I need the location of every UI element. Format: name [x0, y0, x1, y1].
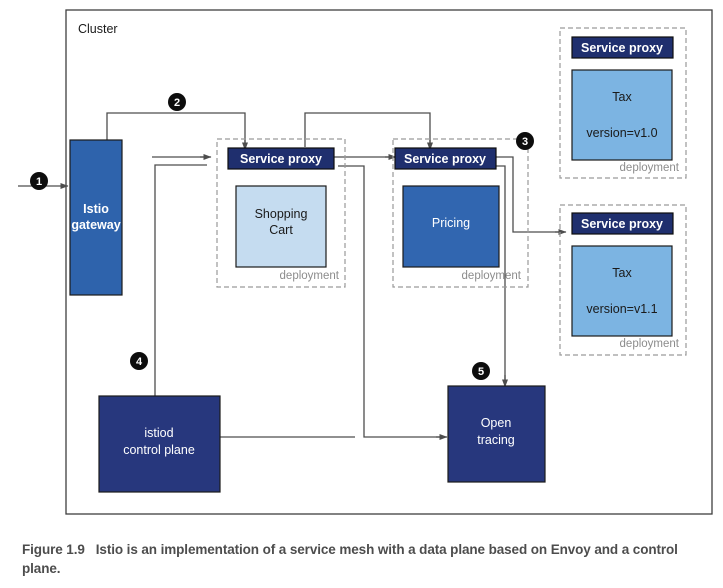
connector-lines: [18, 112, 567, 440]
node-istio-gateway[interactable]: Istio gateway: [69, 139, 123, 296]
istio-service-mesh-diagram: Cluster: [18, 9, 713, 515]
deployment-boundary-tax-v11: [559, 204, 687, 356]
step-badge-1: 1: [30, 172, 48, 190]
cluster-label: Cluster: [78, 22, 118, 36]
deployment-label-pricing: deployment: [462, 270, 522, 282]
step-badge-1-circle: [30, 172, 48, 190]
istiod-label-1: istiod: [144, 426, 173, 440]
step-badge-4: 4: [130, 352, 148, 370]
step-badge-5-circle: [472, 362, 490, 380]
workload-tax-v11[interactable]: [571, 245, 673, 337]
step-badge-4-circle: [130, 352, 148, 370]
service-proxy-tax-v11-label: Service proxy: [581, 217, 663, 231]
service-proxy-pricing-label: Service proxy: [404, 152, 486, 166]
figure-caption-text: Istio is an implementation of a service …: [22, 542, 678, 577]
edge-pricing-proxy-to-tax-v11: [493, 156, 562, 233]
edge-istiod-to-cart-proxy: [154, 164, 207, 397]
step-badge-3-label: 3: [522, 136, 528, 148]
open-tracing-box[interactable]: [447, 385, 546, 483]
open-tracing-label-2: tracing: [477, 433, 515, 447]
workload-tax-v11-label-2: version=v1.1: [586, 302, 657, 316]
step-badge-3: 3: [516, 132, 534, 150]
deployment-tax-v10: Service proxy Tax version=v1.0 deploymen…: [559, 27, 687, 179]
workload-tax-v10-label-1: Tax: [612, 90, 632, 104]
deployment-shopping-cart: Service proxy Shopping Cart deployment: [216, 138, 346, 288]
istiod-box[interactable]: [98, 395, 221, 493]
step-badge-1-label: 1: [36, 176, 42, 188]
service-proxy-tax-v11[interactable]: [571, 212, 674, 235]
workload-tax-v10[interactable]: [571, 69, 673, 161]
service-proxy-tax-v10[interactable]: [571, 36, 674, 59]
service-proxy-pricing[interactable]: [394, 147, 497, 170]
deployment-boundary-shopping-cart: [216, 138, 346, 288]
istio-gateway-box[interactable]: [69, 139, 123, 296]
node-open-tracing[interactable]: Open tracing: [447, 385, 546, 483]
deployment-label-tax-v11: deployment: [620, 338, 680, 350]
workload-shopping-cart[interactable]: [235, 185, 327, 268]
edge-pricing-proxy-to-open-tracing: [493, 165, 506, 382]
deployment-tax-v11: Service proxy Tax version=v1.1 deploymen…: [559, 204, 687, 356]
edge-cart-proxy-to-open-tracing: [338, 165, 443, 438]
step-badge-4-label: 4: [136, 356, 143, 368]
step-badge-5: 5: [472, 362, 490, 380]
deployment-label-shopping-cart: deployment: [280, 270, 340, 282]
step-badge-3-circle: [516, 132, 534, 150]
service-proxy-tax-v10-label: Service proxy: [581, 41, 663, 55]
istiod-label-2: control plane: [123, 443, 195, 457]
edge-cart-to-pricing-proxy-top: [304, 112, 431, 147]
step-badge-5-label: 5: [478, 366, 484, 378]
deployment-label-tax-v10: deployment: [620, 162, 680, 174]
service-proxy-shopping-cart[interactable]: [227, 147, 335, 170]
node-istiod-control-plane[interactable]: istiod control plane: [98, 395, 221, 493]
workload-shopping-cart-label-2: Cart: [269, 223, 293, 237]
step-badge-2: 2: [168, 93, 186, 111]
istio-gateway-label-1: Istio: [83, 202, 109, 216]
workload-shopping-cart-label-1: Shopping: [255, 207, 308, 221]
step-badge-2-label: 2: [174, 97, 180, 109]
deployment-boundary-pricing: [392, 138, 529, 288]
workload-pricing[interactable]: [402, 185, 500, 268]
figure-number: Figure 1.9: [22, 542, 85, 557]
workload-tax-v11-label-1: Tax: [612, 266, 632, 280]
step-badge-2-circle: [168, 93, 186, 111]
workload-tax-v10-label-2: version=v1.0: [586, 126, 657, 140]
deployment-pricing: Service proxy Pricing deployment: [392, 138, 529, 288]
istio-gateway-label-2: gateway: [71, 218, 120, 232]
open-tracing-label-1: Open: [481, 416, 512, 430]
service-proxy-shopping-cart-label: Service proxy: [240, 152, 322, 166]
deployment-boundary-tax-v10: [559, 27, 687, 179]
workload-pricing-label-1: Pricing: [432, 216, 470, 230]
edge-gateway-to-cart-proxy: [106, 112, 246, 146]
